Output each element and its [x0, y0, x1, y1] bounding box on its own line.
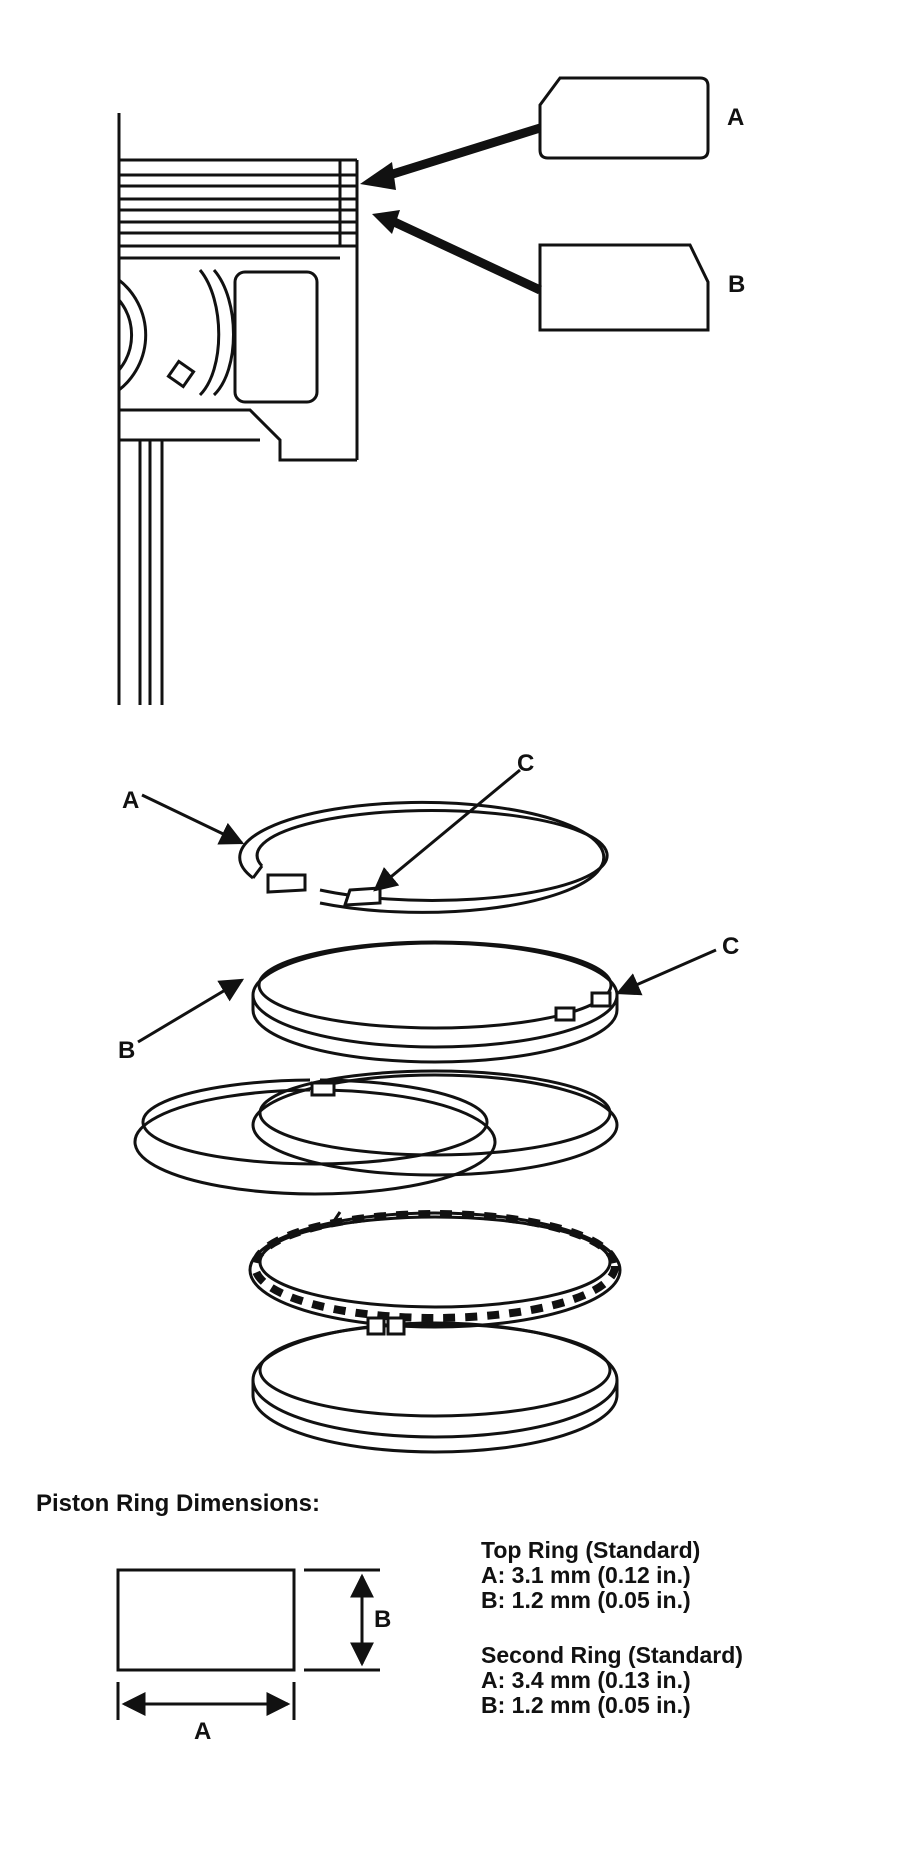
ring-label-b: B [118, 1037, 136, 1064]
piston-label-b: B [728, 271, 746, 298]
piston-label-a: A [727, 104, 745, 131]
ring-callout-leaders [137, 768, 717, 1044]
top-ring-a: A: 3.1 mm (0.12 in.) [481, 1562, 691, 1588]
dimension-label-a: A [194, 1718, 212, 1745]
top-ring-b: B: 1.2 mm (0.05 in.) [481, 1587, 691, 1613]
dimensions-heading: Piston Ring Dimensions: [36, 1490, 321, 1517]
piston-section [117, 113, 359, 705]
second-ring-a: A: 3.4 mm (0.13 in.) [481, 1667, 691, 1693]
top-ring [238, 800, 609, 914]
top-ring-title: Top Ring (Standard) [481, 1537, 701, 1563]
dimension-label-b: B [374, 1606, 392, 1633]
oil-ring-upper-rail [133, 1069, 619, 1196]
ring-label-c-top: C [517, 750, 535, 777]
ring-stack [133, 800, 622, 1454]
ring-cross-section-drawing [116, 1568, 380, 1720]
second-ring-b: B: 1.2 mm (0.05 in.) [481, 1692, 691, 1718]
ring-label-a: A [122, 787, 140, 814]
callout-a-top-ring-profile [360, 76, 710, 190]
ring-label-c-second: C [722, 933, 740, 960]
second-ring-title: Second Ring (Standard) [481, 1642, 743, 1668]
oil-ring-expander [248, 1210, 622, 1329]
oil-ring-lower-rail [251, 1316, 619, 1454]
callout-b-second-ring-profile [372, 210, 710, 332]
second-ring [251, 940, 619, 1064]
